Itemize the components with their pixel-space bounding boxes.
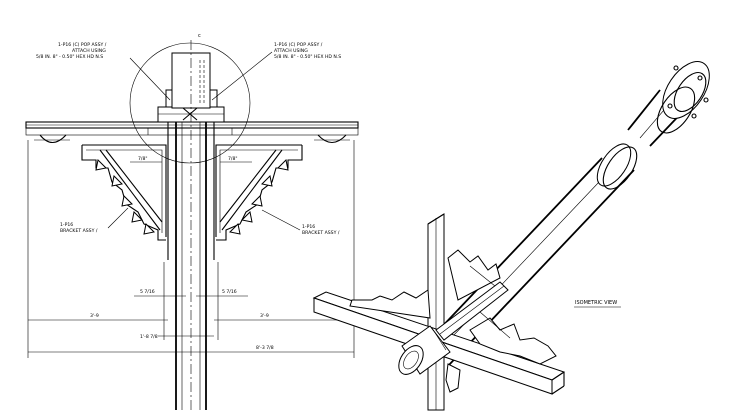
dim-overall: 8'-3 7/8 (256, 345, 274, 351)
iso-gussets (349, 249, 557, 393)
callout-right: 1-P16 (C) POP ASSY / ATTACH USING 5/8 IN… (274, 42, 341, 60)
iso-vertical-post (427, 213, 445, 411)
dim-inner-left: 5 7/16 (140, 289, 155, 295)
callout-right-line-3: 5/8 IN. 8" - 0.50" HEX HD N.S (274, 54, 341, 60)
callout-left-line-2: ATTACH USING (72, 48, 106, 54)
dimensions: 7/8" 7/8" 5 7/16 5 7/16 3'-9 3'-9 1'-8 7… (27, 140, 355, 358)
dim-gusset-left: 7/8" (138, 156, 148, 162)
iso-view-label: ISOMETRIC VIEW (575, 300, 617, 306)
callout-left-line-1: 1-P16 (C) POP ASSY / (58, 42, 107, 48)
callout-left-leader (129, 57, 171, 101)
bracket-right-line-1: 1-P16 (302, 224, 315, 230)
dim-gusset-right: 7/8" (228, 156, 238, 162)
detail-circle (129, 42, 251, 164)
cross-arm (25, 121, 359, 144)
bracket-left-line-2: BRACKET ASSY / (60, 228, 98, 234)
right-bracket (215, 144, 303, 241)
vertical-pole (167, 40, 215, 410)
dim-span-left: 3'-9 (90, 313, 99, 319)
callout-right-leader (211, 51, 273, 101)
bracket-left-leader (107, 207, 129, 229)
bracket-callout-left: 1-P16 BRACKET ASSY / (60, 222, 98, 234)
dim-center: 1'-8 7/8 (140, 334, 158, 340)
left-bracket (81, 144, 167, 241)
bracket-left-line-1: 1-P16 (60, 222, 73, 228)
iso-end-cap (398, 325, 451, 375)
callout-left-line-3: 5/8 IN. 8" - 0.50" HEX HD N.S (36, 54, 103, 60)
callout-right-line-2: ATTACH USING (274, 48, 308, 54)
bracket-right-leader (261, 209, 301, 231)
callout-left: 1-P16 (C) POP ASSY / ATTACH USING 5/8 IN… (36, 42, 107, 60)
center-mark: c (198, 33, 201, 39)
dim-span-right: 3'-9 (260, 313, 269, 319)
front-elevation-view: c (25, 33, 359, 410)
isometric-view: ISOMETRIC VIEW (312, 61, 710, 411)
iso-upper-tube (627, 61, 710, 147)
bracket-callout-right: 1-P16 BRACKET ASSY / (302, 224, 340, 236)
iso-diagonal-brace (435, 281, 509, 341)
bracket-right-line-2: BRACKET ASSY / (302, 230, 340, 236)
iso-collar (596, 143, 638, 190)
dim-inner-right: 5 7/16 (222, 289, 237, 295)
callout-right-line-1: 1-P16 (C) POP ASSY / (274, 42, 323, 48)
